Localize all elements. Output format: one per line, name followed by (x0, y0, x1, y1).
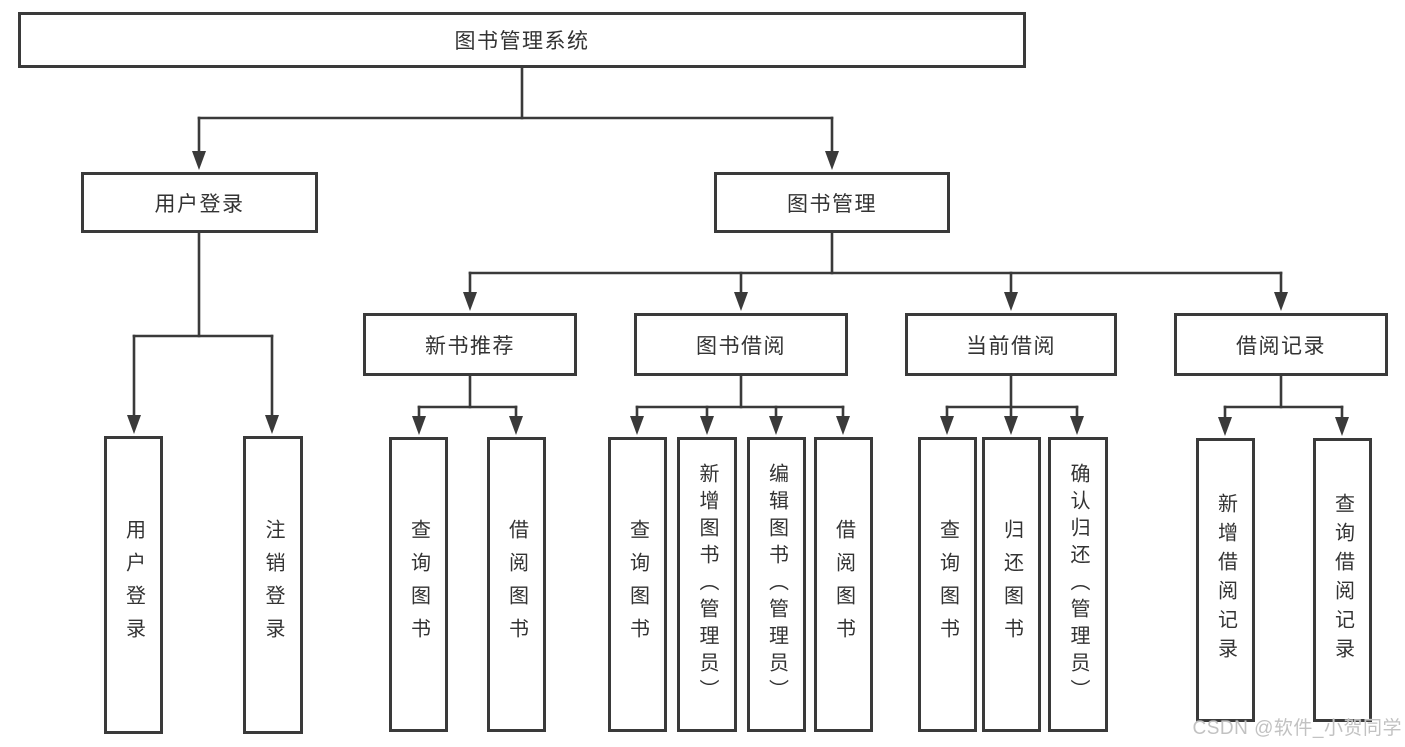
leaf-query-books-recommend: 查询图书 (389, 437, 448, 732)
leaf-add-books-admin: 新增图书（管理员） (677, 437, 737, 732)
arrowhead-nb-leaf1 (412, 416, 426, 435)
csdn-watermark: CSDN @软件_小贺同学 (1192, 718, 1402, 739)
arrowhead-cb-leaf2 (1004, 416, 1018, 435)
leaf-return-books-label: 归还图书 (1000, 518, 1023, 651)
leaf-user-login-label: 用户登录 (122, 519, 145, 651)
leaf-confirm-return-admin-label: 确认归还（管理员） (1067, 463, 1089, 706)
arrowhead-borrow-records (1274, 292, 1288, 311)
leaf-query-books-borrow-label: 查询图书 (626, 518, 649, 651)
leaf-add-borrow-record-label: 新增借阅记录 (1214, 493, 1237, 667)
arrowhead-nb-leaf2 (509, 416, 523, 435)
leaf-logout: 注销登录 (243, 436, 303, 734)
leaf-borrow-books: 借阅图书 (814, 437, 873, 732)
node-new-book-recommend-label: 新书推荐 (425, 334, 515, 358)
leaf-confirm-return-admin: 确认归还（管理员） (1048, 437, 1108, 732)
node-current-borrow: 当前借阅 (905, 313, 1117, 376)
arrowhead-current-borrow (1004, 292, 1018, 311)
arrowhead-leaf-login (127, 415, 141, 434)
node-borrow-records-label: 借阅记录 (1236, 334, 1326, 358)
node-user-login-label: 用户登录 (154, 192, 245, 216)
arrowhead-book-borrow (734, 292, 748, 311)
node-book-borrow: 图书借阅 (634, 313, 848, 376)
arrowhead-bb-leaf2 (700, 416, 714, 435)
leaf-borrow-books-recommend-label: 借阅图书 (505, 518, 528, 651)
leaf-query-books-current-label: 查询图书 (936, 518, 959, 651)
node-current-borrow-label: 当前借阅 (966, 334, 1056, 358)
arrowhead-bb-leaf3 (769, 416, 783, 435)
node-book-borrow-label: 图书借阅 (696, 334, 786, 358)
arrowhead-br-leaf1 (1218, 417, 1232, 436)
node-library-system: 图书管理系统 (18, 12, 1026, 68)
arrowhead-bb-leaf1 (630, 416, 644, 435)
leaf-borrow-books-label: 借阅图书 (832, 518, 855, 651)
arrowhead-book-management (825, 151, 839, 170)
arrowhead-cb-leaf1 (940, 416, 954, 435)
leaf-add-books-admin-label: 新增图书（管理员） (696, 463, 718, 706)
leaf-borrow-books-recommend: 借阅图书 (487, 437, 546, 732)
arrowhead-user-login (192, 151, 206, 170)
leaf-user-login: 用户登录 (104, 436, 163, 734)
arrowhead-bb-leaf4 (836, 416, 850, 435)
leaf-query-books-current: 查询图书 (918, 437, 977, 732)
arrowhead-cb-leaf3 (1070, 416, 1084, 435)
leaf-query-books-borrow: 查询图书 (608, 437, 667, 732)
node-book-management: 图书管理 (714, 172, 950, 233)
node-book-management-label: 图书管理 (787, 192, 877, 216)
leaf-edit-books-admin: 编辑图书（管理员） (747, 437, 806, 732)
leaf-logout-label: 注销登录 (262, 519, 284, 651)
leaf-query-books-recommend-label: 查询图书 (407, 518, 430, 651)
leaf-add-borrow-record: 新增借阅记录 (1196, 438, 1255, 722)
arrowhead-br-leaf2 (1335, 417, 1349, 436)
arrowhead-leaf-logout (265, 415, 279, 434)
leaf-query-borrow-record: 查询借阅记录 (1313, 438, 1372, 722)
arrowhead-new-book (463, 292, 477, 311)
node-library-system-label: 图书管理系统 (454, 30, 590, 53)
node-user-login: 用户登录 (81, 172, 318, 233)
leaf-query-borrow-record-label: 查询借阅记录 (1331, 493, 1354, 667)
leaf-edit-books-admin-label: 编辑图书（管理员） (765, 463, 788, 706)
leaf-return-books: 归还图书 (982, 437, 1041, 732)
node-borrow-records: 借阅记录 (1174, 313, 1388, 376)
node-new-book-recommend: 新书推荐 (363, 313, 577, 376)
